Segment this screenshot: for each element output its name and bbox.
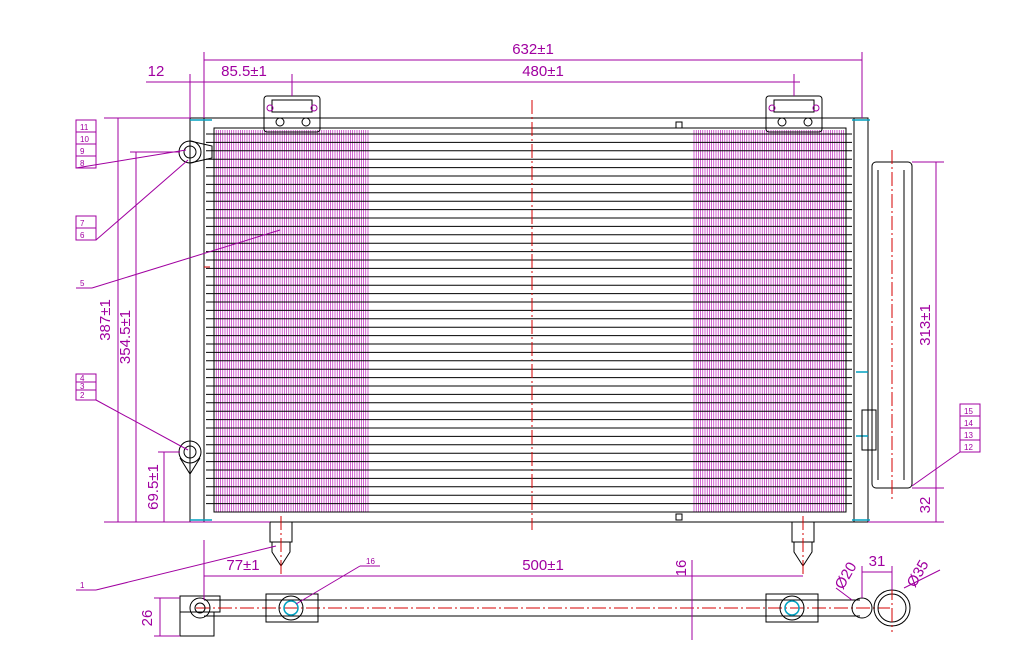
callout-6: 6 [80,231,85,240]
dim-pipe-large: Ø35 [904,557,933,590]
callout-7: 7 [80,219,85,228]
callout-12: 12 [964,443,973,452]
callout-14: 14 [964,419,973,428]
dim-inner-width: 480±1 [522,63,564,80]
receiver-drier [861,150,913,500]
condenser-core [203,117,855,523]
dim-left-offset: 85.5±1 [221,63,267,80]
side-view [179,586,911,637]
dim-overall-width: 632±1 [512,41,554,58]
callout-13: 13 [964,431,973,440]
top-bracket-right [765,95,823,133]
fin-area-left [213,130,369,512]
dim-receiver-height: 313±1 [917,304,934,346]
bottom-pin-right [791,516,815,574]
callout-1: 1 [80,581,85,590]
core-inner-outline [213,127,847,513]
callout-5: 5 [80,279,85,288]
dim-height-inner: 354.5±1 [117,310,134,364]
dim-height-outer: 387±1 [97,299,114,341]
callout-2: 2 [80,391,85,400]
dim-pipe-small: Ø20 [832,559,861,592]
dim-pin-offset: 77±1 [226,557,259,574]
dimension-lines [104,52,944,640]
dim-pipe-spacing: 31 [869,553,886,570]
dim-receiver-bottom: 32 [917,497,934,514]
side-fitting-left [265,593,319,623]
fin-area-right [693,130,847,512]
top-marker [675,121,683,129]
dim-pin-spacing: 500±1 [522,557,564,574]
callout-8: 8 [80,159,85,168]
top-bracket-left [263,95,321,133]
callout-leaders [75,119,981,605]
callout-3: 3 [80,382,85,391]
dim-top-mid: 16 [673,560,690,577]
callout-11: 11 [80,123,89,132]
outlet-fitting [178,440,202,475]
callout-16: 16 [366,557,375,566]
bottom-pin-left [269,516,293,574]
dim-bottom-offset: 69.5±1 [145,464,162,510]
flat-tubes [206,133,852,505]
bottom-marker [675,513,683,521]
callout-4: 4 [80,374,85,383]
callout-9: 9 [80,147,85,156]
side-fitting-right [765,593,819,623]
dim-left-margin: 12 [148,63,165,80]
dim-side-thickness: 26 [139,610,156,627]
callout-15: 15 [964,407,973,416]
right-header [852,117,870,523]
callout-10: 10 [80,135,89,144]
